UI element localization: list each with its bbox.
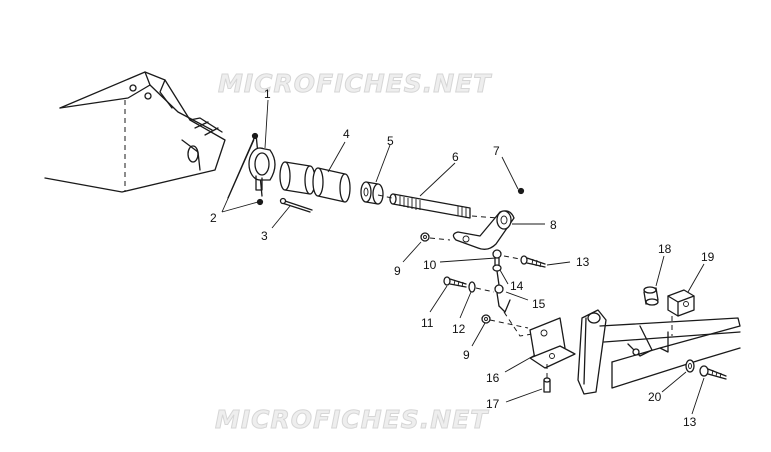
callout-3: 3 [261, 229, 268, 243]
callout-8: 8 [550, 218, 557, 232]
part-16-mounting-bracket [529, 317, 576, 378]
pivot-lever [577, 309, 607, 395]
callout-5: 5 [387, 134, 394, 148]
callout-17: 17 [486, 397, 500, 411]
part-6-shaft [377, 193, 471, 219]
part-18-bushing [643, 286, 659, 306]
callout-15: 15 [532, 297, 546, 311]
part-9-nut-lower [481, 314, 529, 329]
part-8-arm [452, 210, 515, 250]
callout-16: 16 [486, 371, 500, 385]
callout-7: 7 [493, 144, 500, 158]
callout-4: 4 [343, 127, 350, 141]
callout-12: 12 [452, 322, 466, 336]
frame-housing [44, 71, 226, 193]
callout-6: 6 [452, 150, 459, 164]
part-3-cotter-pin [279, 197, 313, 213]
part-15-rod-end [498, 299, 533, 337]
part-11-bolt [443, 276, 467, 288]
part-9-nut-upper [420, 232, 451, 242]
part-20-washer [685, 359, 695, 373]
part-12-washer [468, 281, 495, 293]
part-5-spacer [360, 181, 384, 205]
part-13-bolt-upper [503, 255, 546, 268]
part-17-screw [543, 377, 551, 393]
callout-9-lower: 9 [463, 348, 470, 362]
part-14-link-rod [492, 249, 504, 307]
callout-11: 11 [421, 316, 434, 330]
leader-lines [221, 99, 705, 415]
callout-13-upper: 13 [576, 255, 590, 269]
callout-19: 19 [701, 250, 715, 264]
callout-labels: 1 2 3 4 5 6 7 8 9 10 11 12 13 14 15 9 16… [210, 87, 715, 429]
part-7-set-screw [517, 187, 525, 195]
part-1-pivot-bracket [227, 133, 276, 199]
callout-9-upper: 9 [394, 264, 401, 278]
callout-1: 1 [264, 87, 271, 101]
callout-18: 18 [658, 242, 672, 256]
callout-14: 14 [510, 279, 524, 293]
callout-13-lower: 13 [683, 415, 697, 429]
frame-rail [599, 317, 741, 389]
part-2-screws [251, 132, 264, 206]
callout-10: 10 [423, 258, 437, 272]
callout-20: 20 [648, 390, 662, 404]
watermark-top: MICROFICHES.NET [218, 69, 492, 98]
watermark-bottom: MICROFICHES.NET [215, 405, 489, 434]
part-4-bushings [279, 161, 351, 203]
part-19-block [667, 289, 695, 336]
part-13-bolt-lower [699, 365, 727, 380]
callout-2: 2 [210, 211, 217, 225]
